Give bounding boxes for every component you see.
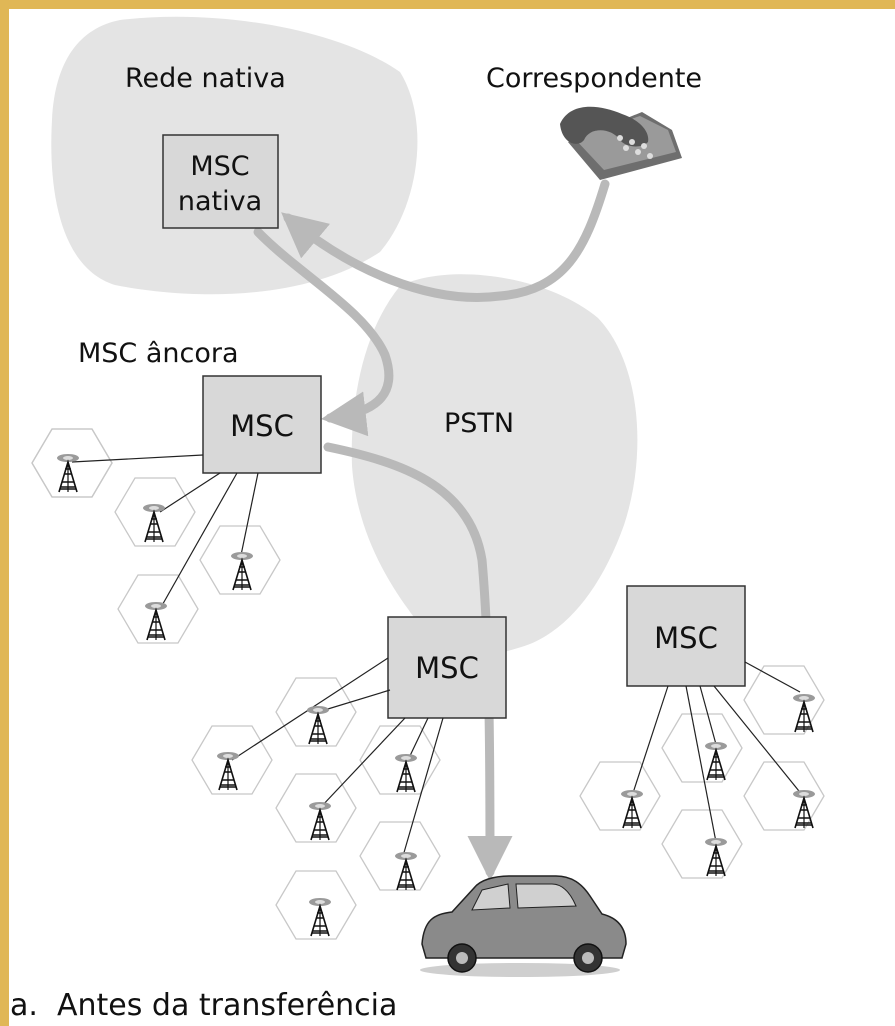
frame-left-border (0, 0, 9, 1026)
cell-tower-icon (230, 551, 254, 591)
right-msc-box (626, 585, 746, 687)
correspondent-label: Correspondente (486, 63, 702, 94)
route-arrow-correspondent-to-home (281, 179, 610, 302)
right-msc-box-label: MSC (654, 621, 718, 655)
middle-msc-box-label: MSC (415, 651, 479, 685)
frame-top-border (0, 0, 895, 9)
cell-tower-icon (792, 693, 816, 733)
anchor-msc-links (71, 454, 259, 610)
cell-tower-icon (792, 789, 816, 829)
telephone-icon (560, 106, 682, 180)
route-arrow-home-to-anchor (253, 227, 394, 437)
cell-tower-icon (142, 503, 166, 543)
cell-tower-icon (394, 753, 418, 793)
cell-tower-icon (704, 741, 728, 781)
cell-tower-icon (144, 601, 168, 641)
caption: a. Antes da transferência (10, 988, 397, 1023)
middle-msc-box (387, 616, 507, 719)
home-msc-label-line1: MSC (190, 151, 249, 182)
hex-cells-anchor (31, 428, 281, 644)
pstn-cloud (351, 274, 638, 655)
cell-tower-icon (704, 837, 728, 877)
anchor-msc-label: MSC âncora (78, 338, 239, 369)
home-msc-label-line2: nativa (178, 186, 262, 217)
anchor-msc-box (202, 375, 322, 474)
cell-tower-icon (394, 851, 418, 891)
cell-tower-icon (620, 789, 644, 829)
cell-tower-icon (308, 897, 332, 937)
home-network-label: Rede nativa (125, 63, 286, 94)
hex-cells-right (579, 665, 825, 879)
pstn-label: PSTN (444, 408, 514, 439)
cell-tower-icon (306, 705, 330, 745)
cell-tower-icon (56, 453, 80, 493)
anchor-msc-box-label: MSC (230, 409, 294, 443)
home-msc-box (162, 134, 279, 229)
middle-msc-links (231, 657, 444, 857)
hex-cells-middle (191, 677, 441, 940)
car-icon (420, 875, 627, 977)
cell-tower-icon (308, 801, 332, 841)
route-arrow-anchor-to-car (323, 442, 513, 881)
right-msc-links (631, 661, 804, 843)
cell-tower-icon (216, 751, 240, 791)
